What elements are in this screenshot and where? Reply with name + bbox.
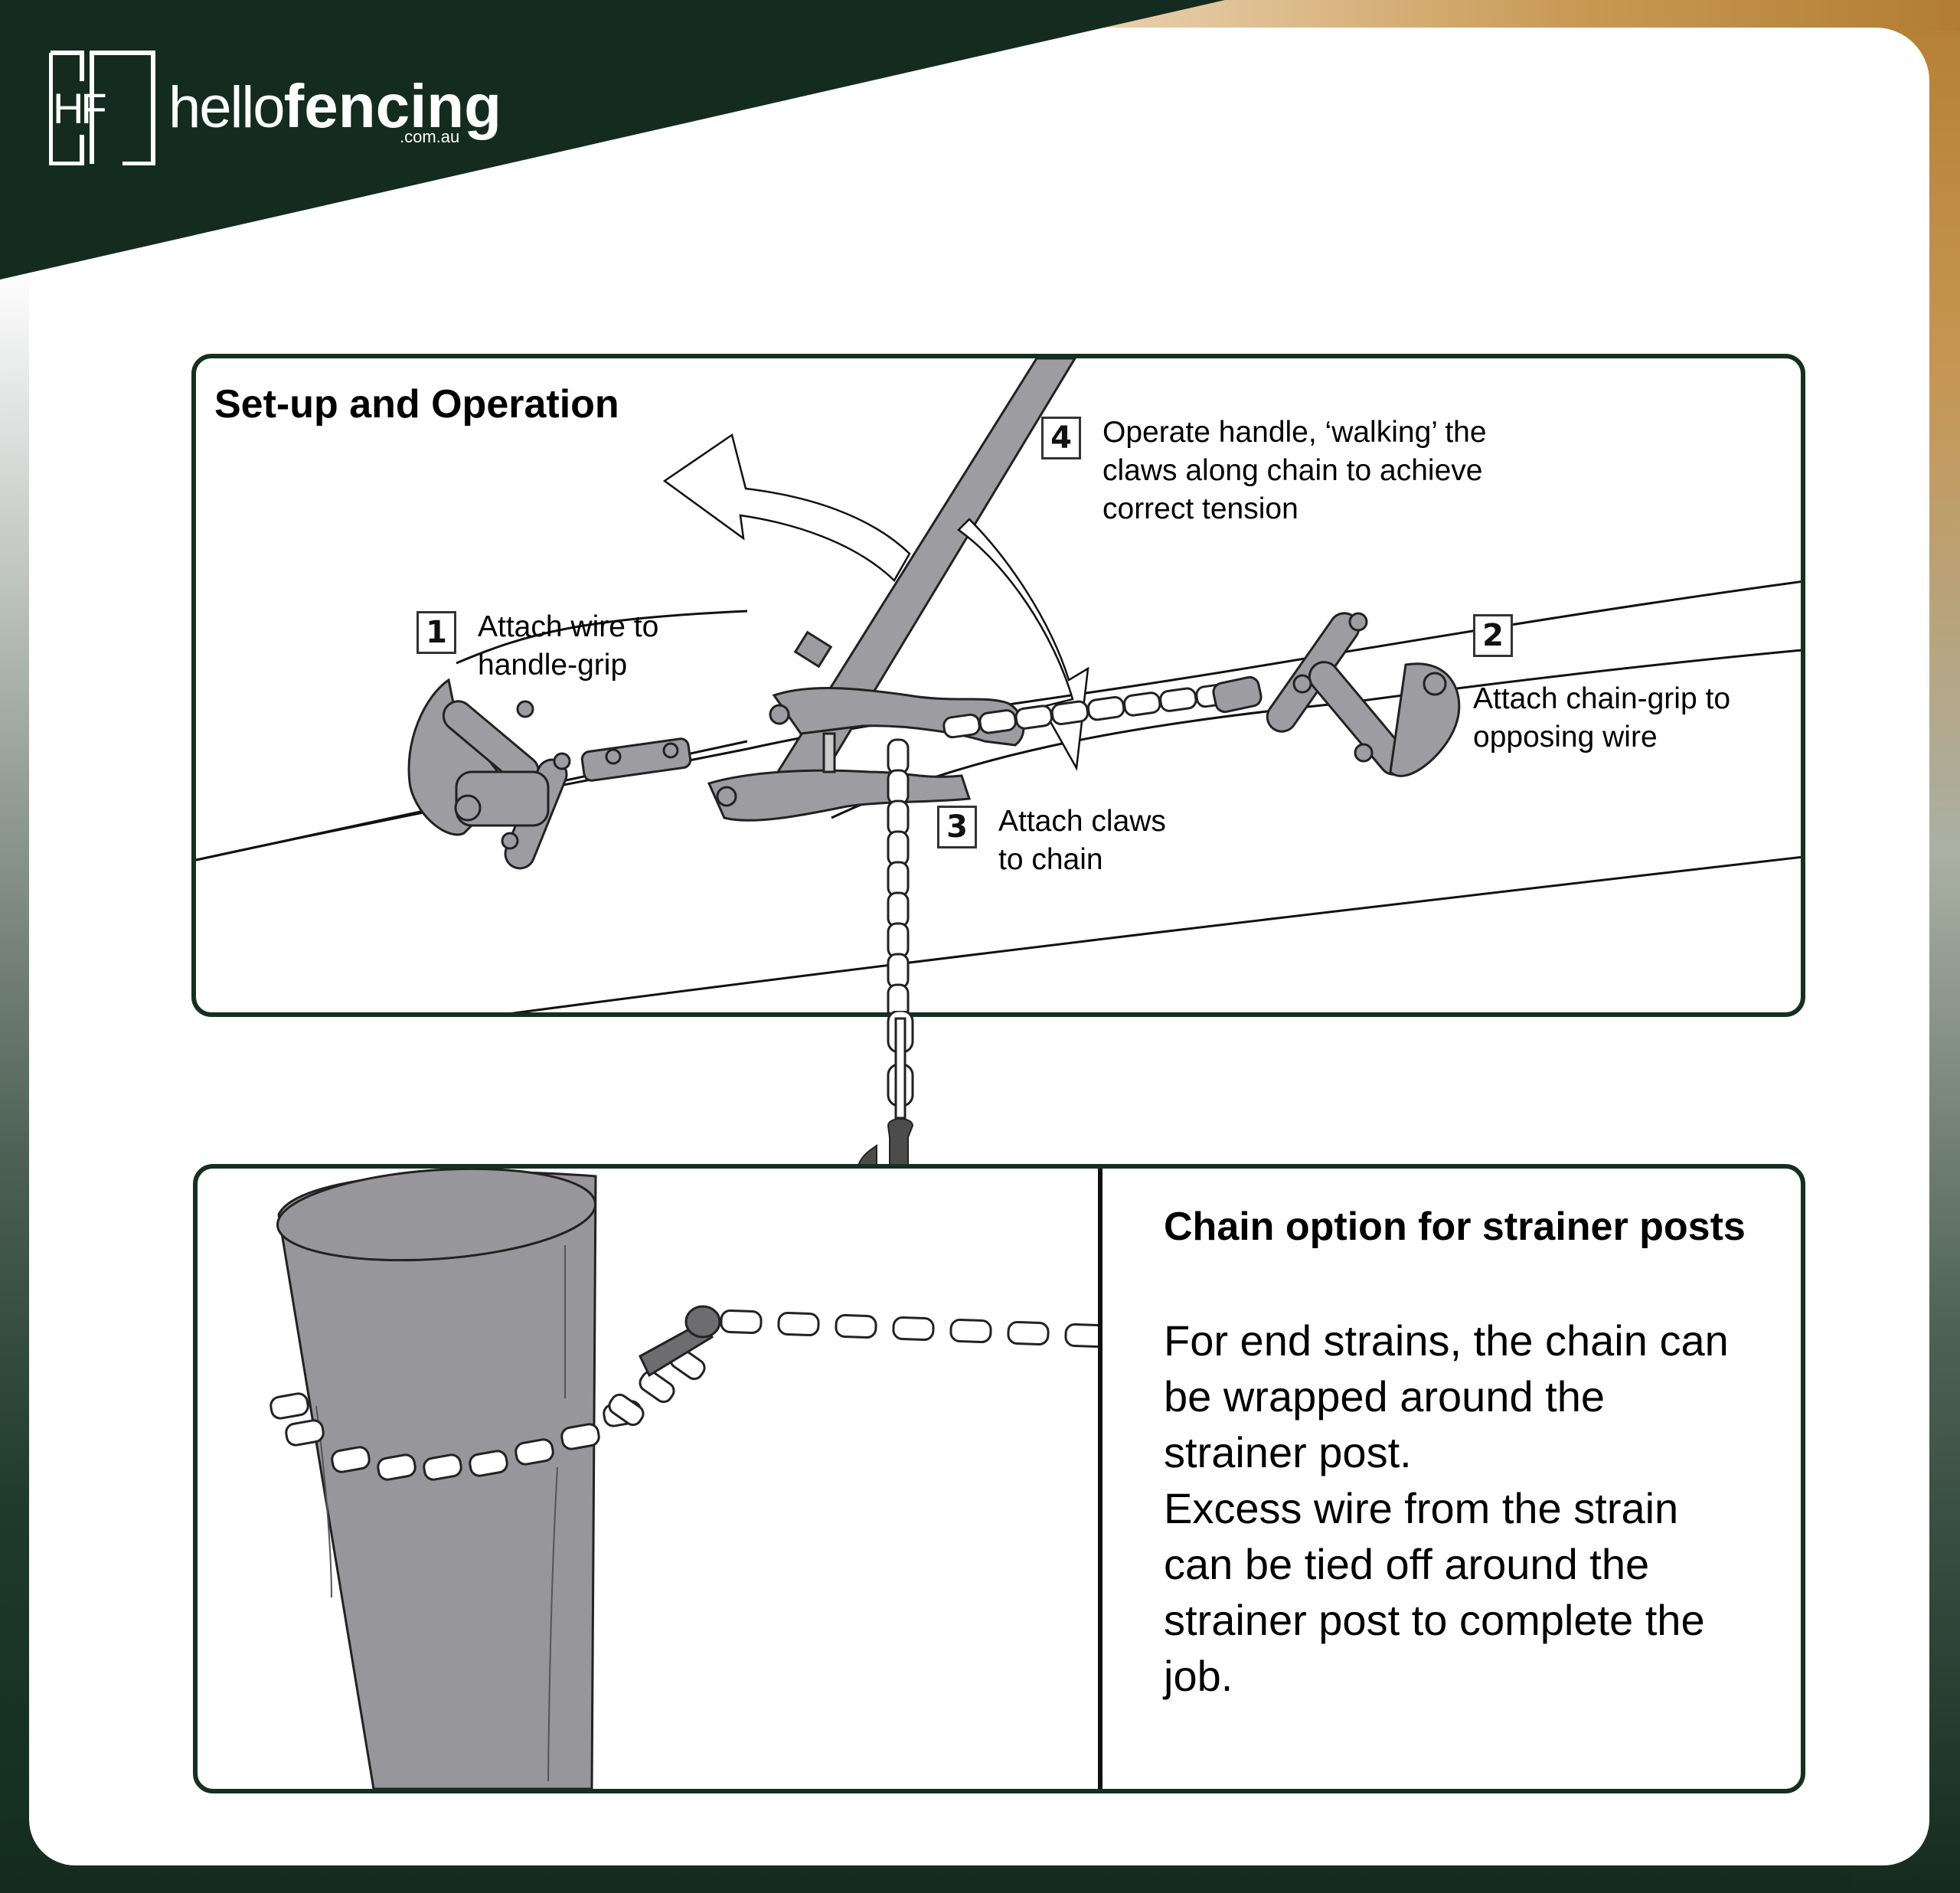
chain-link xyxy=(887,891,910,928)
header-green-wedge xyxy=(0,0,1225,280)
strainer-panel-body: For end strains, the chain can be wrappe… xyxy=(1164,1313,1761,1704)
chain-link xyxy=(1050,700,1089,726)
chain-grip-icon xyxy=(1212,612,1461,777)
wrapped-chain-icon xyxy=(270,1309,1101,1481)
chain-link xyxy=(285,1419,325,1447)
step-text: Attach chain-grip to opposing wire xyxy=(1473,682,1731,754)
chain-link xyxy=(377,1453,416,1481)
chain-link xyxy=(1123,691,1161,717)
body-line: job. xyxy=(1164,1652,1233,1700)
chain-link xyxy=(887,799,910,836)
body-line: can be tied off around the xyxy=(1164,1540,1650,1588)
chain-icon xyxy=(887,1011,914,1120)
svg-text:hellofencing: hellofencing xyxy=(168,72,501,140)
chain-link xyxy=(887,922,910,959)
step-text: Attach wire to handle-grip xyxy=(478,610,659,682)
hf-monogram-icon xyxy=(49,51,155,165)
step-number-badge: 2 xyxy=(1473,614,1513,657)
step-4: 4 Operate handle, ‘walking’ the claws al… xyxy=(1041,414,1487,528)
chain-link xyxy=(1064,1323,1101,1348)
chain-link xyxy=(777,1312,820,1336)
brand-name-bold: fencing xyxy=(284,72,501,140)
chain-link xyxy=(270,1392,309,1420)
chain-link xyxy=(331,1446,371,1473)
setup-operation-panel: Set-up and Operation 1 Attach wire to ha… xyxy=(191,354,1805,1017)
chain-link xyxy=(469,1450,508,1477)
monogram-text: HF xyxy=(53,84,105,132)
chain-link xyxy=(887,769,910,806)
chain-link xyxy=(887,830,910,867)
step-text: Attach claws to chain xyxy=(998,805,1166,876)
chain-link xyxy=(1007,1321,1050,1345)
chain-link xyxy=(560,1423,600,1450)
step-number-badge: 4 xyxy=(1041,417,1081,459)
strainer-panel-title: Chain option for strainer posts xyxy=(1164,1205,1746,1249)
chain-link xyxy=(942,713,981,739)
body-line: strainer post. xyxy=(1164,1428,1412,1476)
chain-link xyxy=(887,738,910,775)
claws-icon xyxy=(707,687,1025,822)
body-line: strainer post to complete the xyxy=(1164,1596,1705,1644)
curved-arrow-up-icon xyxy=(662,433,911,583)
setup-panel-title: Set-up and Operation xyxy=(214,382,619,427)
chain-link xyxy=(639,1370,675,1404)
chain-link xyxy=(720,1309,763,1334)
chain-link xyxy=(608,1393,645,1427)
step-1: 1 Attach wire to handle-grip xyxy=(416,608,658,685)
chain-link xyxy=(978,709,1017,734)
chain-link xyxy=(835,1314,877,1339)
step-number-badge: 3 xyxy=(937,806,977,848)
chain-link xyxy=(887,861,910,897)
chain-link xyxy=(1086,695,1125,721)
chain-link xyxy=(949,1319,992,1343)
chain-link xyxy=(887,953,910,989)
strainer-illustration xyxy=(270,1169,1101,1789)
strainer-post-icon xyxy=(276,1169,597,1789)
body-line: be wrapped around the xyxy=(1164,1372,1605,1421)
chain-link xyxy=(514,1438,554,1466)
step-3: 3 Attach claws to chain xyxy=(937,803,1166,879)
step-number-badge: 1 xyxy=(416,611,456,654)
chain-link xyxy=(887,983,910,1012)
body-line: For end strains, the chain can xyxy=(1164,1316,1729,1365)
setup-illustration xyxy=(196,358,1801,1012)
brand-logo: HF hellofencing .com.au xyxy=(49,51,501,165)
chain-link xyxy=(892,1316,935,1341)
header-banner xyxy=(0,0,1225,280)
chain-link xyxy=(1159,687,1197,712)
chain-link xyxy=(423,1453,462,1481)
body-line: Excess wire from the strain xyxy=(1164,1484,1679,1532)
step-2: 2 Attach chain-grip to opposing wire xyxy=(1473,611,1730,757)
panel-divider xyxy=(1098,1169,1102,1789)
step-text: Operate handle, ‘walking’ the claws alon… xyxy=(1102,416,1487,525)
brand-name-light: hello xyxy=(168,75,284,140)
brand-domain: .com.au xyxy=(400,127,459,146)
strainer-post-panel xyxy=(193,1164,1805,1793)
chain-link xyxy=(1014,705,1053,730)
handle-grip-icon xyxy=(407,678,692,870)
strainer-info: Chain option for strainer posts For end … xyxy=(1164,1202,1761,1704)
